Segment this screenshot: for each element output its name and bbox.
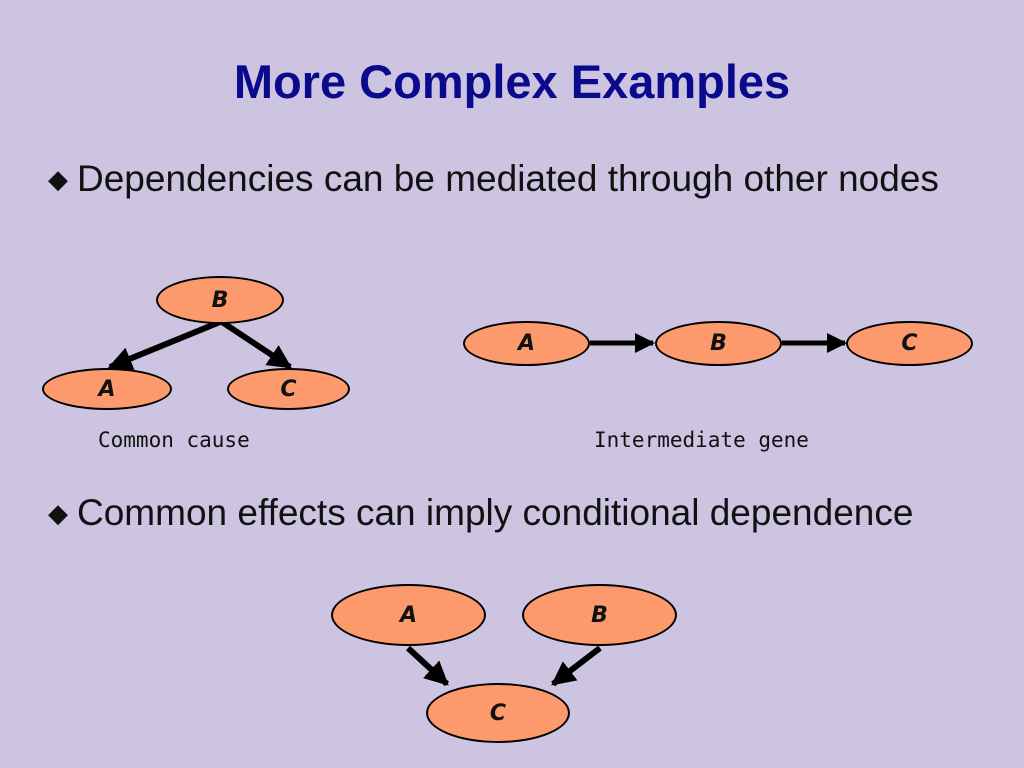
diamond-bullet-icon: ◆ [48,498,68,528]
bullet-text: Common effects can imply conditional dep… [77,492,914,533]
diamond-bullet-icon: ◆ [48,164,68,194]
node-c: C [227,368,350,410]
node-a: A [463,321,590,366]
node-b: B [156,276,284,324]
bullet-text: Dependencies can be mediated through oth… [77,158,939,199]
node-b: B [522,584,677,646]
caption-intermediate-gene: Intermediate gene [594,428,809,452]
node-a: A [331,584,486,646]
slide-title: More Complex Examples [233,55,791,108]
node-c: C [426,683,570,743]
arrow-a-to-c [405,645,450,687]
bullet-item-common-effects: ◆ Common effects can imply conditional d… [48,490,998,536]
bullet-item-mediated: ◆ Dependencies can be mediated through o… [48,156,948,202]
node-a: A [42,368,172,410]
caption-common-cause: Common cause [98,428,250,452]
node-c: C [846,321,973,366]
arrow-b-to-a [107,319,222,370]
arrow-b-to-c [551,645,602,687]
node-b: B [655,321,782,366]
arrow-b-to-c [220,319,293,370]
